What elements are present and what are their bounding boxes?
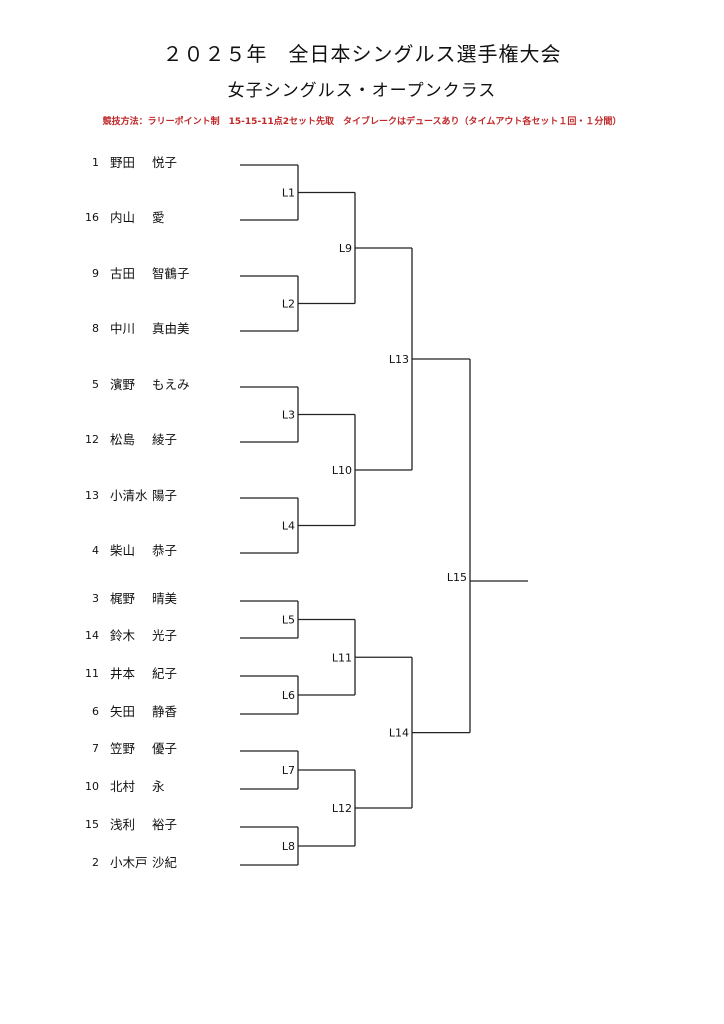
player-surname: 柴山 <box>110 543 136 558</box>
player-surname: 北村 <box>110 779 136 794</box>
player-given-name: 愛 <box>152 210 165 225</box>
match-label: L5 <box>282 614 295 627</box>
player-surname: 小木戸 <box>110 855 148 870</box>
player-surname: 梶野 <box>110 591 136 606</box>
player-surname: 中川 <box>110 321 136 336</box>
match-label: L1 <box>282 187 295 200</box>
player-seed: 16 <box>85 211 99 224</box>
player-given-name: 真由美 <box>152 321 190 336</box>
player-given-name: 沙紀 <box>152 855 178 870</box>
player-seed: 8 <box>92 322 99 335</box>
player-seed: 11 <box>85 667 99 680</box>
player-surname: 浅利 <box>110 817 136 832</box>
event-subtitle: 女子シングルス・オープンクラス <box>227 81 497 101</box>
player-seed: 1 <box>92 156 99 169</box>
player-given-name: 優子 <box>152 741 178 756</box>
match-label: L8 <box>282 840 295 853</box>
player-surname: 野田 <box>110 155 136 170</box>
player-seed: 12 <box>85 433 99 446</box>
match-label: L11 <box>332 651 352 664</box>
player-surname: 松島 <box>110 432 136 447</box>
player-given-name: 陽子 <box>152 488 178 503</box>
player-seed: 5 <box>92 378 99 391</box>
player-given-name: 悦子 <box>152 155 178 170</box>
player-surname: 小清水 <box>110 488 148 503</box>
player-given-name: 智鶴子 <box>152 266 190 281</box>
player-given-name: 永 <box>152 779 165 794</box>
match-label: L3 <box>282 409 295 422</box>
player-given-name: 恭子 <box>152 543 178 558</box>
player-seed: 9 <box>92 267 99 280</box>
player-surname: 濱野 <box>110 377 136 392</box>
player-given-name: 紀子 <box>152 666 178 681</box>
player-seed: 15 <box>85 818 99 831</box>
match-label: L15 <box>447 571 467 584</box>
match-label: L13 <box>389 353 409 366</box>
match-label: L7 <box>282 764 295 777</box>
match-label: L10 <box>332 464 352 477</box>
player-surname: 鈴木 <box>110 628 136 643</box>
player-given-name: 静香 <box>152 704 178 719</box>
player-seed: 4 <box>92 544 99 557</box>
player-surname: 古田 <box>110 266 136 281</box>
match-label: L14 <box>389 727 409 740</box>
player-seed: 2 <box>92 856 99 869</box>
player-given-name: 光子 <box>152 628 178 643</box>
tournament-title: ２０２５年 全日本シングルス選手権大会 <box>162 42 562 66</box>
player-seed: 7 <box>92 742 99 755</box>
player-surname: 矢田 <box>110 704 136 719</box>
player-seed: 6 <box>92 705 99 718</box>
match-label: L2 <box>282 298 295 311</box>
player-seed: 3 <box>92 592 99 605</box>
player-seed: 10 <box>85 780 99 793</box>
player-surname: 内山 <box>110 210 136 225</box>
player-given-name: 晴美 <box>152 591 178 606</box>
player-surname: 笠野 <box>110 741 136 756</box>
match-label: L9 <box>339 242 352 255</box>
player-seed: 14 <box>85 629 99 642</box>
player-given-name: 綾子 <box>152 432 178 447</box>
player-given-name: 裕子 <box>152 817 178 832</box>
match-rules: 競技方法：ラリーポイント制 15-15-11点2セット先取 タイブレークはデュー… <box>102 117 622 127</box>
match-label: L6 <box>282 689 295 702</box>
match-label: L12 <box>332 802 352 815</box>
player-given-name: もえみ <box>152 377 190 392</box>
match-label: L4 <box>282 520 295 533</box>
player-surname: 井本 <box>110 666 136 681</box>
player-seed: 13 <box>85 489 99 502</box>
